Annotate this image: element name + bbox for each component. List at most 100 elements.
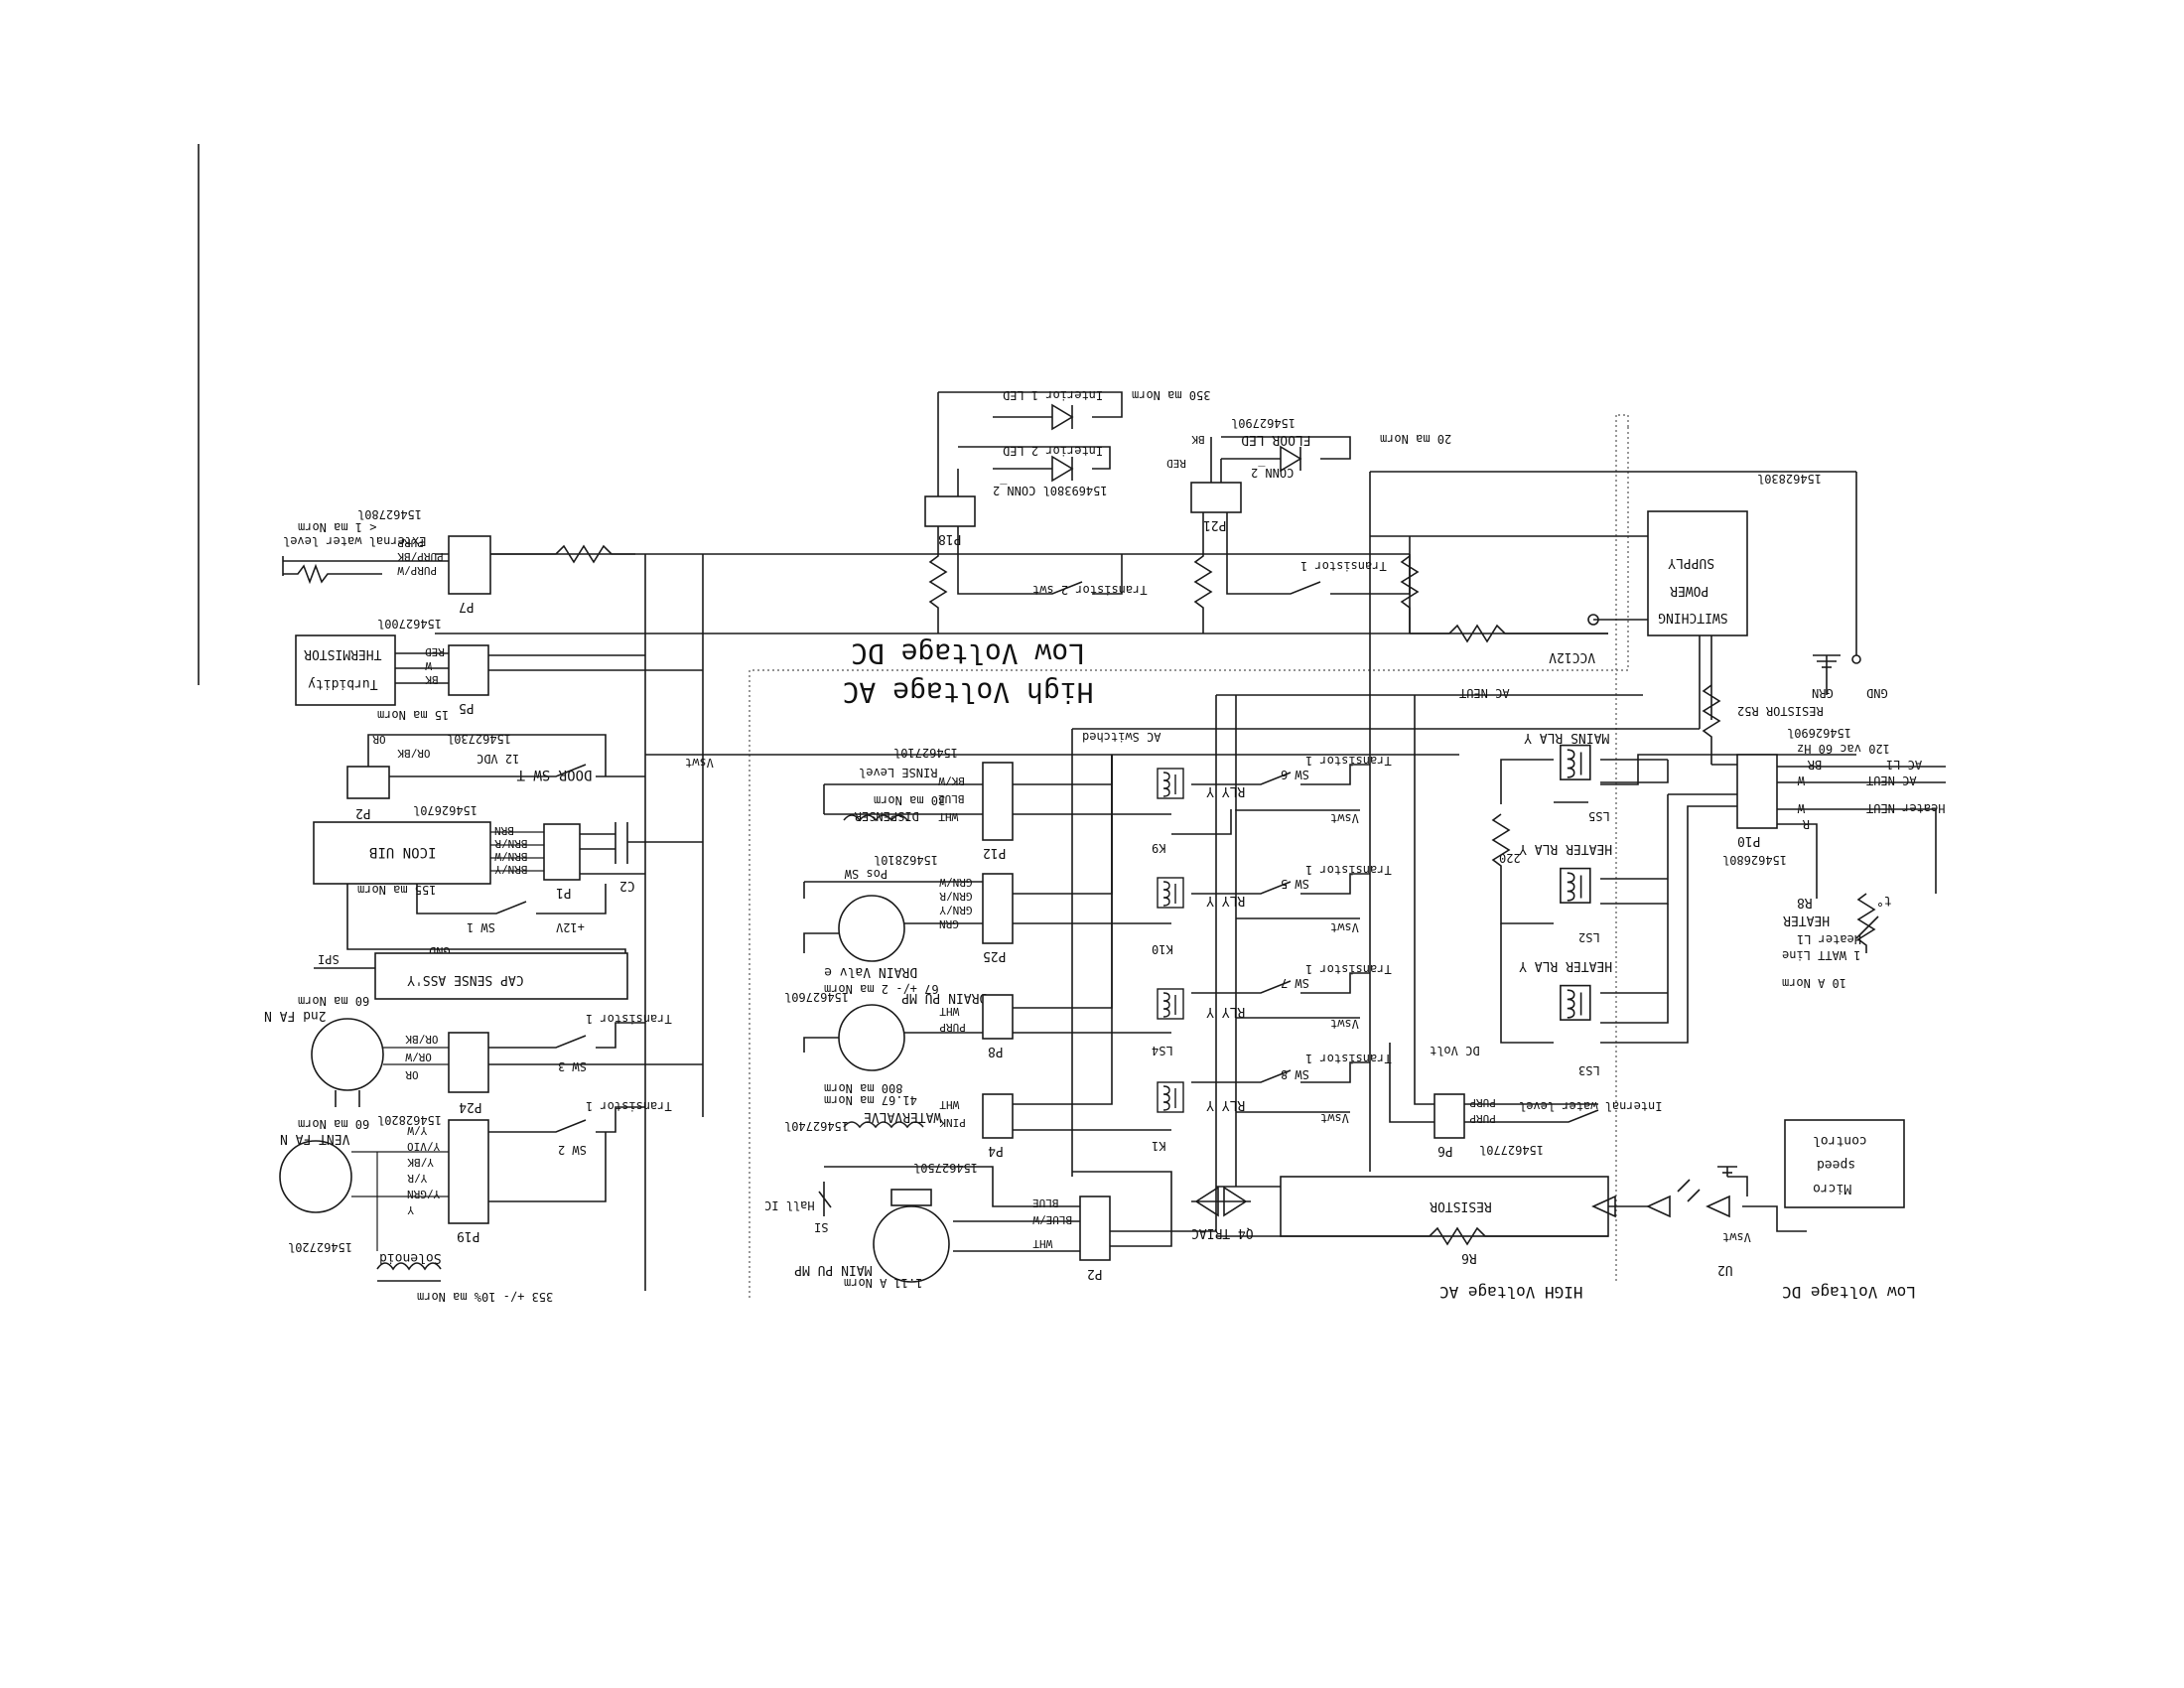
switching-power-supply: SWITCHING POWER SUPPLY 15462830l VCC12V …: [1082, 472, 1888, 765]
schematic-label: PURP: [1469, 1112, 1496, 1125]
schematic-label: SUPPLY: [1668, 555, 1714, 570]
schematic-label: 15 ma Norm: [377, 708, 449, 722]
schematic-label: BK: [425, 673, 439, 686]
schematic-label: SI: [814, 1220, 828, 1234]
schematic-label: External water level: [283, 534, 427, 548]
legend-low-voltage-dc: Low Voltage DC: [1782, 1283, 1916, 1302]
schematic-label: Q4 TRIAC: [1191, 1225, 1254, 1240]
schematic-label: SW 8: [1281, 1067, 1309, 1081]
schematic-label: PURP: [939, 1021, 966, 1034]
schematic-label: MAIN PU MP: [794, 1262, 872, 1277]
schematic-label: BRN: [494, 824, 514, 837]
schematic-label: 20 ma Norm: [1380, 432, 1451, 446]
schematic-label: MAINS RLA Y: [1524, 730, 1609, 745]
schematic-label: P25: [983, 948, 1006, 963]
schematic-label: OR: [372, 733, 386, 746]
schematic-label: Turbidity: [308, 676, 378, 691]
schematic-label: K1: [1152, 1139, 1165, 1153]
schematic-label: LS2: [1578, 930, 1600, 944]
schematic-label: Transistor 1: [1305, 1052, 1392, 1065]
p5-thermistor-turbidity: THERMISTOR Turbidity P5 RED W BK 1546270…: [295, 617, 703, 722]
schematic-label: BLUE: [1032, 1196, 1059, 1209]
schematic-label: 15462740l: [784, 1119, 849, 1133]
schematic-label: RLY Y: [1206, 1097, 1245, 1112]
schematic-label: 2nd FA N: [264, 1008, 327, 1023]
schematic-label: 353 +/- 10% ma Norm: [417, 1290, 553, 1304]
schematic-label: 15462700l: [377, 617, 442, 631]
schematic-label: Transistor 1: [586, 1012, 672, 1026]
micro-speed-control: Micro speed control: [1784, 1119, 1905, 1208]
schematic-label: 30 ma Norm: [874, 793, 945, 807]
schematic-label: U2: [1717, 1262, 1733, 1277]
schematic-label: RESISTOR R52: [1737, 704, 1824, 718]
schematic-label: Transistor 1: [1305, 863, 1392, 877]
schematic-label: VCC12V: [1549, 649, 1595, 664]
schematic-label: DOOR SW T: [516, 767, 592, 782]
schematic-label: 15462830l: [1757, 472, 1822, 486]
schematic-label: 15462780l: [357, 507, 422, 521]
schematic-label: RLY Y: [1206, 783, 1245, 798]
schematic-label: RED: [1166, 457, 1186, 470]
schematic-label: ICON UIB: [369, 844, 436, 860]
schematic-label: SW 1: [467, 920, 495, 934]
schematic-label: P5: [459, 700, 475, 715]
schematic-label: Transistor 1: [586, 1099, 672, 1113]
schematic-label: 15462750l: [913, 1161, 978, 1175]
schematic-label: PURP: [397, 536, 424, 549]
schematic-label: 15462670l: [413, 803, 478, 817]
schematic-label: P6: [1437, 1143, 1453, 1158]
schematic-label: Y: [407, 1203, 414, 1216]
schematic-label: 41.67 ma Norm: [824, 1093, 917, 1107]
schematic-label: Heater L1: [1797, 932, 1861, 946]
schematic-label: P10: [1737, 833, 1760, 848]
schematic-label: 15462810l: [874, 853, 938, 867]
schematic-label: SW 7: [1281, 976, 1309, 990]
sw1-cap-sense: SW 1 +12V GND CAP SENSE ASS'Y SPI: [314, 884, 628, 1000]
triac-optocoupler: RESISTOR R6 Q4 TRIAC U2 Vswt: [1191, 1166, 1807, 1277]
schematic-label: LS3: [1578, 1063, 1600, 1077]
schematic-label: OR: [405, 1068, 419, 1081]
schematic-label: 15462720l: [288, 1240, 352, 1254]
schematic-label: RED: [425, 645, 445, 658]
schematic-label: DC Volt: [1430, 1044, 1480, 1057]
schematic-label: 1.11 A Norm: [844, 1276, 922, 1290]
schematic-label: control: [1813, 1133, 1867, 1148]
p1-icon-uib: ICON UIB 155 ma Norm 15462670l P1 BRN BR…: [313, 803, 703, 900]
schematic-label: CAP SENSE ASS'Y: [407, 972, 524, 987]
p2-main-pump: P2 BLUE BLUE/W WHT 15462750l MAIN PU MP …: [764, 1161, 1216, 1290]
schematic-label: Y/VIO: [407, 1140, 440, 1153]
schematic-label: BK/W: [938, 774, 965, 787]
schematic-label: Internal water level: [1519, 1099, 1663, 1113]
schematic-label: Y/W: [407, 1124, 427, 1137]
schematic-label: Vswt: [1320, 1111, 1349, 1125]
schematic-label: P2: [1087, 1266, 1103, 1281]
schematic-label: Pos SW: [844, 867, 887, 881]
schematic-label: 67 +/- 2 ma Norm: [824, 982, 939, 996]
schematic-label: GRN: [1812, 686, 1834, 700]
schematic-label: HEATER RLA Y: [1519, 841, 1612, 856]
schematic-label: speed: [1817, 1157, 1855, 1172]
p25-drain-valve-k10: P25 GRN/W GRN/R GRN/Y GRN 15462810l Pos …: [803, 755, 1392, 996]
region-boundaries: [749, 414, 1629, 1301]
schematic-label: P12: [983, 845, 1006, 860]
ls2-heater-relay: HEATER RLA Y LS2 220: [1491, 794, 1669, 944]
schematic-label: P7: [459, 599, 475, 614]
schematic-label: Interior 2 LED: [1003, 444, 1103, 458]
schematic-label: 12 VDC: [477, 752, 519, 766]
schematic-label: PURP/W: [397, 564, 437, 577]
heater-r8: 15462680l t° HEATER R8 Heater L1 1 WATT …: [1722, 853, 1892, 990]
ls5-mains-relay: MAINS RLA Y LS5: [1500, 730, 1856, 823]
schematic-label: C2: [619, 878, 635, 893]
schematic-label: PURP/BK: [397, 550, 444, 563]
schematic-label: DRAIN Valv e: [824, 964, 917, 979]
schematic-label: THERMISTOR: [304, 646, 381, 661]
schematic-label: Solenoid: [379, 1250, 442, 1265]
schematic-label: SW 3: [558, 1059, 587, 1073]
schematic-label: AC L1: [1886, 758, 1922, 772]
schematic-label: Transistor 1: [1305, 962, 1392, 976]
schematic-label: BRN/Y: [494, 863, 527, 876]
schematic-label: BLUE/W: [1032, 1213, 1072, 1226]
schematic-label: HEATER RLA Y: [1519, 958, 1612, 973]
schematic-label: Y/R: [407, 1172, 427, 1185]
schematic-label: Vswt: [1330, 920, 1359, 934]
